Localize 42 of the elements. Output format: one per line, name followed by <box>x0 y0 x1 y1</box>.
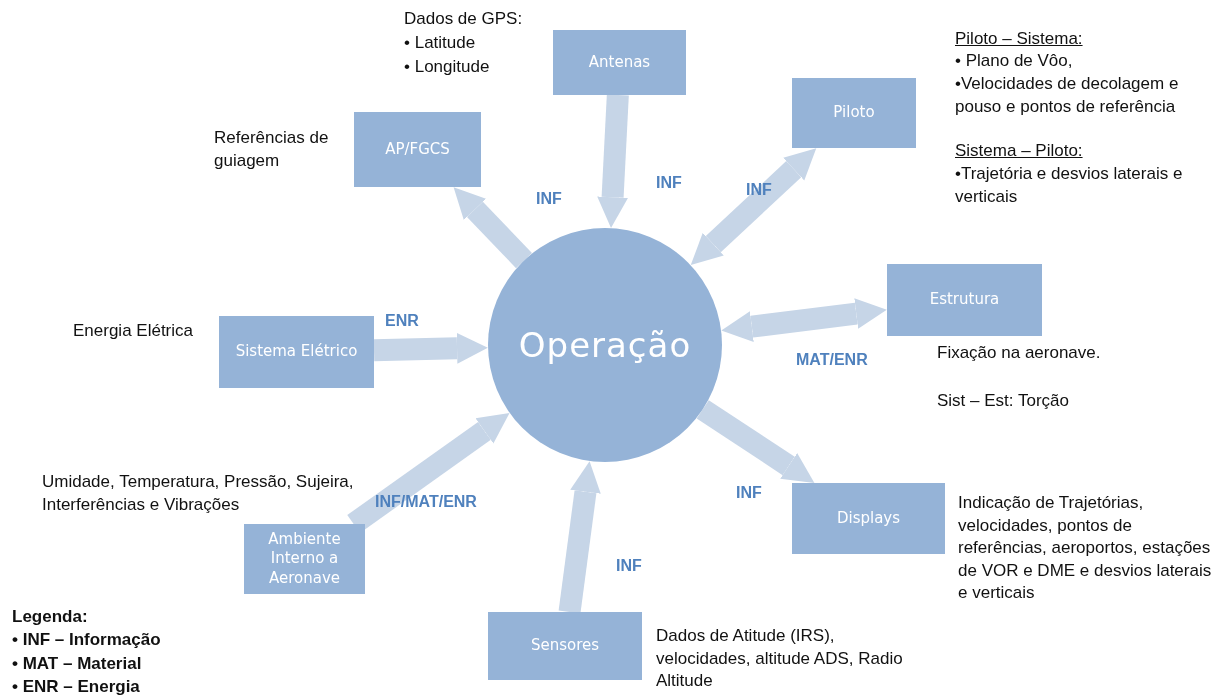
block-arrow <box>558 461 601 614</box>
component-box: Sistema Elétrico <box>219 316 374 388</box>
edge-label: ENR <box>385 312 419 330</box>
block-arrow <box>690 148 817 266</box>
edge-label: INF <box>746 181 772 199</box>
node-caption: • Plano de Vôo, <box>955 50 1074 72</box>
component-box: Piloto <box>792 78 916 148</box>
legend-item: • MAT – Material <box>12 653 142 675</box>
node-caption: Sist – Est: Torção <box>937 390 1070 412</box>
node-caption: Dados de GPS: <box>404 8 524 30</box>
node-caption: Fixação na aeronave. <box>937 342 1102 364</box>
node-caption: Indicação de Trajetórias, velocidades, pontos de referências, aeroportos, estações de VOR e DME e desvios laterais e verticais <box>958 492 1213 604</box>
operation-circle: Operação <box>488 228 722 462</box>
edge-label: INF <box>736 484 762 502</box>
edge-label: INF <box>536 190 562 208</box>
legend-title: Legenda: <box>12 606 88 628</box>
legend-item: • INF – Informação <box>12 629 161 651</box>
node-caption: Energia Elétrica <box>73 320 194 342</box>
block-arrow <box>696 400 815 483</box>
component-box: Displays <box>792 483 945 554</box>
legend-item: • ENR – Energia <box>12 676 140 698</box>
node-caption: Dados de Atitude (IRS), velocidades, altitude ADS, Radio Altitude <box>656 625 904 692</box>
component-box: Estrutura <box>887 264 1042 336</box>
component-box: Sensores <box>488 612 642 680</box>
component-box: Ambiente Interno a Aeronave <box>244 524 365 594</box>
block-arrow <box>597 94 629 228</box>
edge-label: INF/MAT/ENR <box>375 493 477 511</box>
edge-label: INF <box>616 557 642 575</box>
node-caption: Piloto – Sistema: <box>955 28 1084 50</box>
block-arrow <box>721 298 887 342</box>
block-arrow <box>453 187 532 269</box>
component-box: AP/FGCS <box>354 112 481 187</box>
component-box: Antenas <box>553 30 686 95</box>
block-arrow <box>373 332 488 364</box>
node-caption: • Latitude <box>404 32 477 54</box>
node-caption: Sistema – Piloto: <box>955 140 1084 162</box>
edge-label: INF <box>656 174 682 192</box>
node-caption: •Trajetória e desvios laterais e verticais <box>955 163 1184 208</box>
node-caption: Umidade, Temperatura, Pressão, Sujeira, Interferências e Vibrações <box>42 471 355 516</box>
edge-label: MAT/ENR <box>796 351 868 369</box>
node-caption: Referências de guiagem <box>214 127 330 172</box>
node-caption: •Velocidades de decolagem e pouso e pontos de referência <box>955 73 1180 118</box>
